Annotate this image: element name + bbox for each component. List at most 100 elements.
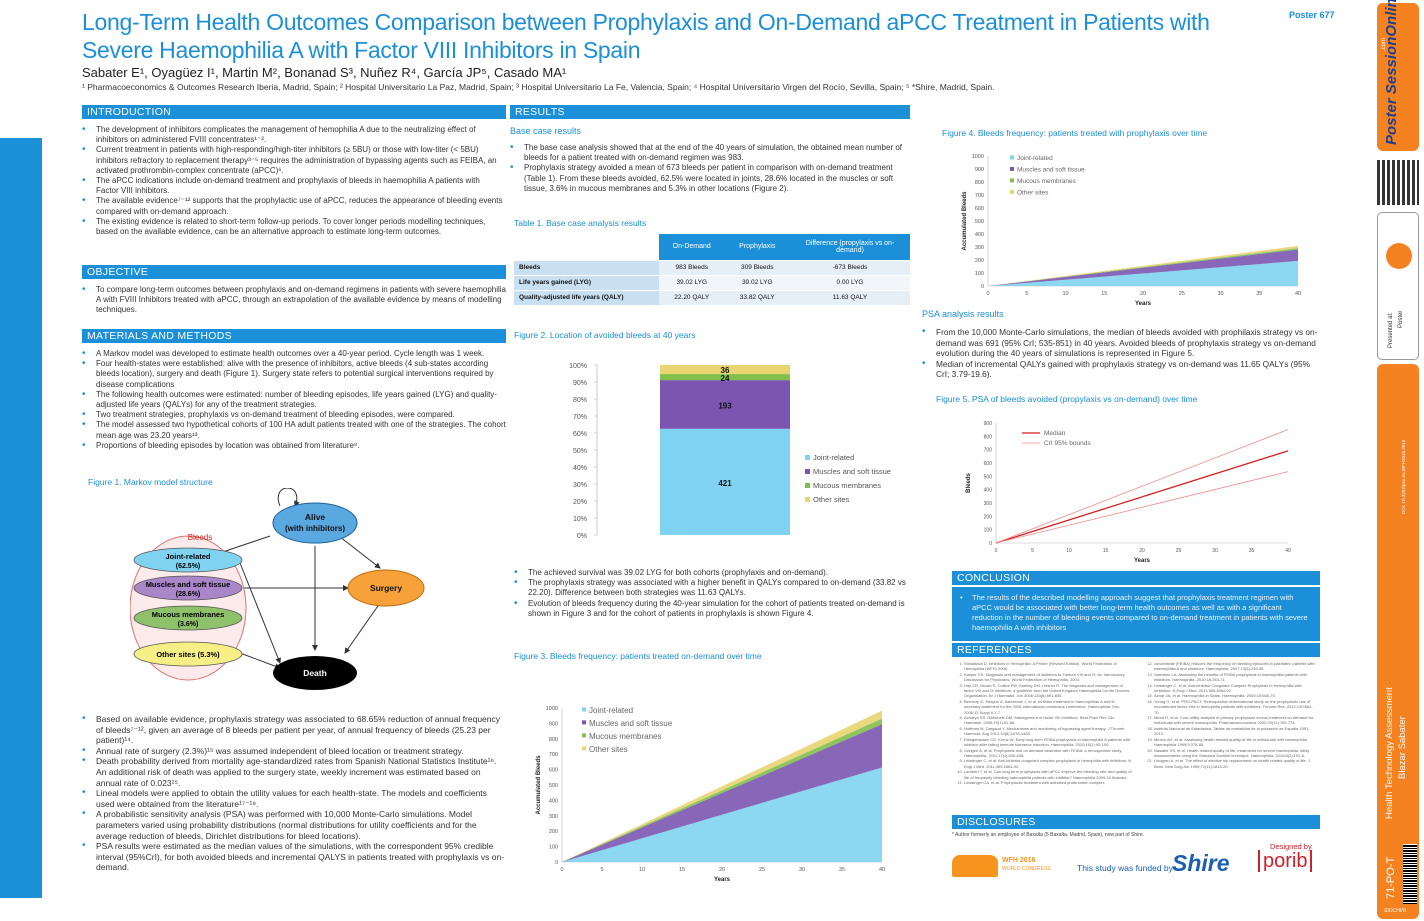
objective-heading: OBJECTIVE: [82, 265, 506, 279]
death-label: Death: [303, 668, 327, 678]
x-tick-label: 40: [1285, 548, 1291, 554]
results-section: RESULTS Base case results The base case …: [510, 105, 910, 194]
y-tick-label: 900: [549, 721, 558, 727]
designed-by: Designed by: [1270, 842, 1312, 851]
legend-swatch: [805, 483, 810, 488]
area-series: [562, 767, 882, 862]
bleed-state-label: Joint-related: [165, 552, 210, 561]
legend-swatch: [582, 746, 586, 751]
table-cell: -673 Bleeds: [790, 259, 910, 275]
reference-item: Aznar JA, et al. Haemophilia in Spain. H…: [1154, 693, 1318, 698]
bullet-item: From the 10,000 Monte-Carlo simulations,…: [922, 327, 1322, 359]
legend-swatch: [805, 469, 810, 474]
y-axis-label: Bleeds: [966, 473, 972, 493]
table-header-cell: [514, 234, 659, 260]
base-case-heading: Base case results: [510, 126, 582, 136]
x-tick-label: 20: [719, 867, 725, 873]
legend-label: Muscles and soft tissue: [813, 467, 891, 476]
legend-label: Joint-related: [589, 706, 633, 715]
presented-at: Presented at:: [1388, 312, 1394, 348]
alive-label-1: Alive: [305, 512, 326, 522]
x-tick-label: 15: [1101, 291, 1107, 297]
y-tick-label: 800: [975, 180, 984, 186]
legend-swatch: [582, 733, 586, 738]
x-tick-label: 30: [799, 867, 805, 873]
alive-label-2: (with inhibitors): [285, 524, 345, 533]
reference-item: Hoffman M, Dargaud Y. Mechanisms and mon…: [964, 726, 1132, 737]
y-tick-label: 100%: [569, 363, 587, 370]
y-tick-label: 300: [975, 245, 984, 251]
x-tick-label: 10: [1066, 548, 1072, 554]
figure4-caption: Figure 4. Bleeds frequency: patients tre…: [942, 128, 1208, 138]
legend-label: Other sites: [1017, 190, 1049, 197]
x-tick-label: 20: [1139, 548, 1145, 554]
reference-item: Leissinger C, et al. Anti-inhibitor coag…: [964, 758, 1132, 769]
bullet-item: The prophylaxis strategy was associated …: [514, 578, 914, 598]
y-tick-label: 300: [549, 814, 558, 820]
x-tick-label: 15: [1103, 548, 1109, 554]
poster-number: Poster 677: [1289, 10, 1335, 20]
x-tick-label: 30: [1217, 291, 1223, 297]
bullet-item: Death probability derived from mortality…: [82, 756, 506, 788]
bullet-item: A probabilistic sensitivity analysis (PS…: [82, 809, 506, 841]
x-tick-label: 5: [1025, 291, 1028, 297]
reference-item: Hay CR, Brown S, Collins PW, Keeling DM,…: [964, 683, 1132, 699]
x-tick-label: 35: [1256, 291, 1262, 297]
x-tick-label: 30: [1212, 548, 1218, 554]
references-col1: Srivastava D. Inhibitors in Hemophilia: …: [952, 661, 1132, 785]
bleed-state-pct: (3.6%): [178, 621, 199, 628]
figure3-caption: Figure 3. Bleeds frequency: patients tre…: [514, 651, 762, 661]
psa-heading: PSA analysis results: [922, 309, 1004, 319]
y-tick-label: 1000: [972, 154, 984, 160]
x-tick-label: 15: [679, 867, 685, 873]
conclusion-section: CONCLUSION • The results of the describe…: [952, 571, 1320, 641]
figure2-caption: Figure 2. Location of avoided bleeds at …: [514, 330, 696, 340]
reference-item: Miners AH, et al. Assessing health-relat…: [1154, 737, 1318, 748]
reference-item: concentrate (FEIBA) reduces the frequenc…: [1154, 661, 1318, 672]
y-tick-label: 700: [975, 193, 984, 199]
y-tick-label: 60%: [573, 431, 587, 438]
left-strip: [0, 0, 42, 921]
reference-item: Nasiake VS, et al. Health related qualit…: [1154, 748, 1318, 759]
results-heading: RESULTS: [510, 105, 910, 119]
y-tick-label: 50%: [573, 448, 587, 455]
series-line: [995, 450, 1289, 544]
table-cell: 39.02 LYG: [659, 274, 725, 290]
y-tick-label: 20%: [573, 499, 587, 506]
reference-item: Berntorp E, Shapiro A, Astermark J, et a…: [964, 699, 1132, 715]
x-tick-label: 10: [639, 867, 645, 873]
y-tick-label: 0: [555, 860, 558, 866]
y-tick-label: 100: [975, 271, 984, 277]
porib-logo: porib: [1258, 850, 1313, 872]
y-tick-label: 1000: [546, 706, 558, 712]
legend-label: Muscles and soft tissue: [589, 719, 673, 728]
markov-diagram: Alive (with inhibitors) Bleeds Joint-rel…: [130, 488, 425, 690]
y-tick-label: 200: [549, 829, 558, 835]
x-tick-label: 20: [1140, 291, 1146, 297]
table-cell: 39.02 LYG: [724, 274, 790, 290]
reference-item: Lambert T, et al. Can long-term prophyla…: [964, 769, 1132, 780]
poster-title: Long-Term Health Outcomes Comparison bet…: [82, 9, 1210, 63]
table-cell: 983 Bleeds: [659, 259, 725, 275]
legend-label: Median: [1044, 430, 1066, 437]
figure2-chart: 0%10%20%30%40%50%60%70%80%90%100%4211932…: [569, 363, 891, 540]
bleed-state: [133, 547, 243, 573]
bullet-item: Based on available evidence, prophylaxis…: [82, 714, 506, 746]
bleed-state-label: Muscles and soft tissue: [146, 580, 231, 589]
x-axis-label: Years: [714, 877, 731, 883]
bar-segment: [660, 380, 790, 429]
qr-code: [1377, 160, 1419, 205]
y-tick-label: 200: [975, 258, 984, 264]
surgery-state: [347, 569, 425, 607]
y-tick-label: 400: [984, 488, 993, 494]
legend-label: Other sites: [589, 745, 628, 754]
y-tick-label: 0: [981, 284, 984, 290]
y-axis-label: Accumulated Bleeds: [536, 755, 542, 815]
bar-segment: [660, 428, 790, 535]
table-cell: 309 Bleeds: [724, 259, 790, 275]
y-tick-label: 700: [549, 752, 558, 758]
postersession-brand: Poster SessionOnline .com: [1377, 0, 1419, 151]
y-tick-label: 900: [975, 167, 984, 173]
bullet-item: The base case analysis showed that at th…: [510, 143, 910, 163]
